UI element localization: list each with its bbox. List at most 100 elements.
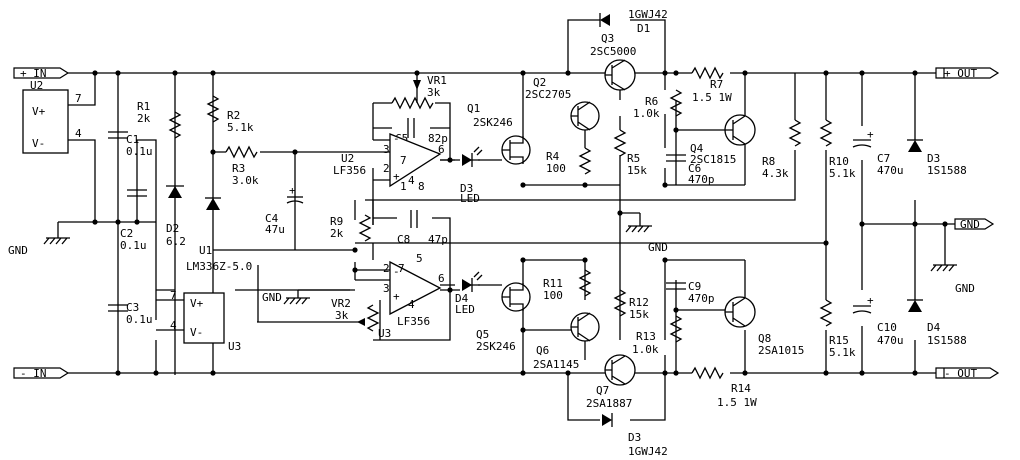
q8-transistor: Q8 2SA1015: [724, 296, 804, 357]
svg-text:GND: GND: [960, 218, 980, 231]
svg-text:GND: GND: [8, 244, 28, 257]
svg-text:Q6: Q6: [536, 344, 549, 357]
r14-resistor: R14 1.5 1W: [691, 366, 757, 409]
svg-text:3: 3: [383, 143, 390, 156]
svg-text:Q5: Q5: [476, 328, 489, 341]
svg-text:- OUT: - OUT: [944, 367, 977, 380]
svg-text:R9: R9: [330, 215, 343, 228]
port-out-positive: + OUT: [935, 67, 1000, 80]
svg-text:D3: D3: [460, 182, 473, 195]
svg-text:2SC2705: 2SC2705: [525, 88, 571, 101]
svg-text:+: +: [867, 294, 874, 307]
c7-capacitor: + C7 470u: [852, 128, 904, 177]
svg-text:1.5 1W: 1.5 1W: [692, 91, 732, 104]
svg-text:V+: V+: [32, 105, 46, 118]
svg-text:D3: D3: [628, 431, 641, 444]
port-gnd-out: GND: [954, 218, 995, 231]
r1-resistor: R1 2k: [137, 100, 182, 139]
svg-text:U3: U3: [228, 340, 241, 353]
svg-text:15k: 15k: [629, 308, 649, 321]
svg-text:C2: C2: [120, 227, 133, 240]
c8-capacitor: C8 47p: [397, 210, 448, 246]
svg-text:-: -: [393, 132, 400, 145]
port-out-negative: - OUT: [935, 367, 1000, 380]
svg-text:R1: R1: [137, 100, 150, 113]
svg-text:C3: C3: [126, 301, 139, 314]
svg-text:3k: 3k: [335, 309, 349, 322]
svg-text:5.1k: 5.1k: [829, 167, 856, 180]
svg-text:1GWJ42: 1GWJ42: [628, 8, 668, 21]
svg-text:100: 100: [546, 162, 566, 175]
svg-text:GND: GND: [262, 291, 282, 304]
svg-text:2k: 2k: [137, 112, 151, 125]
gnd-rail-right: [355, 212, 955, 244]
r9-resistor: R9 2k: [330, 214, 372, 242]
svg-text:Q4: Q4: [690, 142, 704, 155]
c10-capacitor: + C10 470u: [852, 294, 904, 347]
r5-resistor: R5 15k: [613, 129, 647, 177]
svg-text:LF356: LF356: [333, 164, 366, 177]
q3-transistor: Q3 2SC5000: [590, 32, 636, 91]
svg-text:2SA1145: 2SA1145: [533, 358, 579, 371]
u2-opamp: - + 3 2 6 7 4 8 1 U2 LF356: [333, 132, 445, 193]
q2-transistor: Q2 2SC2705: [525, 76, 600, 131]
svg-text:3: 3: [383, 282, 390, 295]
svg-text:R6: R6: [645, 95, 658, 108]
svg-text:R5: R5: [627, 152, 640, 165]
svg-text:C1: C1: [126, 133, 139, 146]
svg-text:R7: R7: [710, 78, 723, 91]
u3-opamp: - + 2 3 6 7 5 4 U3 LF356: [378, 252, 445, 340]
q5-jfet: Q5 2SK246: [476, 282, 531, 353]
svg-text:47p: 47p: [428, 233, 448, 246]
svg-text:LED: LED: [455, 303, 475, 316]
d4-led: D4 LED: [455, 271, 483, 316]
u2-module: U2 V+ V- 7 4: [22, 79, 82, 154]
svg-text:4: 4: [75, 127, 82, 140]
svg-text:1: 1: [400, 180, 407, 193]
svg-text:C7: C7: [877, 152, 890, 165]
svg-text:U2: U2: [30, 79, 43, 92]
svg-text:7: 7: [398, 262, 405, 275]
svg-text:R15: R15: [829, 334, 849, 347]
port-in-positive: + IN: [13, 67, 70, 80]
svg-text:5.1k: 5.1k: [227, 121, 254, 134]
svg-text:GND: GND: [648, 241, 668, 254]
r11-resistor: R11 100: [543, 269, 592, 302]
svg-text:2SA1887: 2SA1887: [586, 397, 632, 410]
wires: [58, 19, 955, 421]
svg-text:1S1588: 1S1588: [927, 164, 967, 177]
svg-text:LF356: LF356: [397, 315, 430, 328]
svg-text:-: -: [393, 265, 400, 278]
svg-text:6.2: 6.2: [166, 235, 186, 248]
svg-text:R12: R12: [629, 296, 649, 309]
svg-text:0.1u: 0.1u: [126, 313, 153, 326]
r6-resistor: R6 1.0k: [633, 89, 683, 120]
svg-text:100: 100: [543, 289, 563, 302]
svg-text:3.0k: 3.0k: [232, 174, 259, 187]
svg-text:7: 7: [75, 92, 82, 105]
d3-diode: D3 1S1588: [907, 139, 967, 177]
d2-zener: D2 6.2: [166, 185, 186, 248]
svg-text:LED: LED: [460, 192, 480, 205]
svg-text:1GWJ42: 1GWJ42: [628, 445, 668, 458]
d4-diode: D4 1S1588: [907, 299, 967, 347]
svg-text:2SK246: 2SK246: [473, 116, 513, 129]
gnd-symbol-vr2: GND: [262, 290, 310, 305]
svg-text:R10: R10: [829, 155, 849, 168]
gnd-symbol-left: GND: [8, 222, 70, 257]
svg-text:+: +: [393, 170, 400, 183]
u3-module: V+ V- 7 4 U3: [170, 289, 241, 353]
svg-text:+ IN: + IN: [20, 67, 47, 80]
svg-text:2k: 2k: [330, 227, 344, 240]
svg-text:VR1: VR1: [427, 74, 447, 87]
svg-text:7: 7: [170, 289, 177, 302]
svg-text:15k: 15k: [627, 164, 647, 177]
c9-capacitor: C9 470p: [666, 280, 715, 305]
svg-text:+: +: [867, 128, 874, 141]
r8-resistor: R8 4.3k: [762, 119, 802, 180]
svg-text:Q2: Q2: [533, 76, 546, 89]
svg-text:8: 8: [418, 180, 425, 193]
svg-text:2SC1815: 2SC1815: [690, 153, 736, 166]
svg-text:VR2: VR2: [331, 297, 351, 310]
svg-text:5.1k: 5.1k: [829, 346, 856, 359]
